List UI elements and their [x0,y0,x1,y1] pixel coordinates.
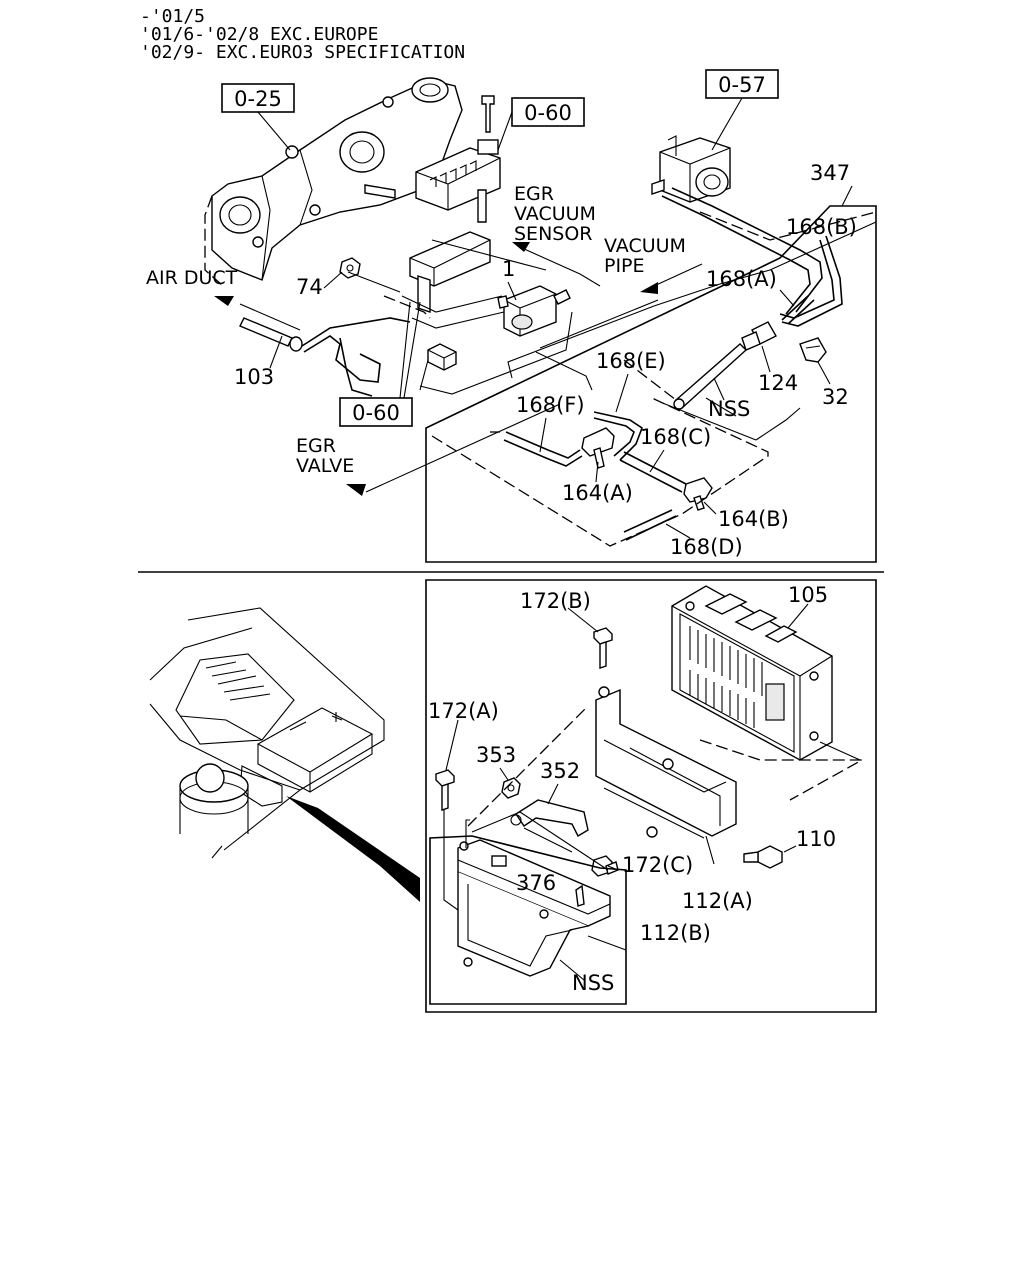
hose-168b [779,235,843,327]
clip-32 [799,337,827,363]
bracket-112b-illustration [457,839,611,977]
callout-112a: 112(A) [682,889,753,913]
callout-103: 103 [234,365,274,389]
arrow-egr-valve [346,403,561,496]
ref-label-0-25: 0-25 [234,87,282,111]
ref-box-0-60-bottom[interactable]: 0-60 [339,397,413,427]
callout-352: 352 [540,759,580,783]
bolt-110 [743,845,797,869]
callout-347: 347 [810,161,850,185]
hose-168c [619,451,687,493]
header-line-1: -'01/5 [140,6,205,27]
arrow-vacuum-pipe [640,263,703,294]
applicability-header: -'01/5 '01/6-'02/8 EXC.EUROPE '02/9- EXC… [140,6,465,63]
callout-164b: 164(B) [718,507,789,531]
callout-nss-bottom: NSS [572,971,614,995]
ref-box-0-25[interactable]: 0-25 [221,83,295,113]
arrow-egr-sensor [512,242,601,287]
pipe-kit-outline [425,205,877,563]
callout-172c: 172(C) [622,853,693,877]
callout-124: 124 [758,371,798,395]
bottom-leader-lines [443,705,865,981]
arrow-air-duct [214,296,301,331]
vacuum-switching-valve-illustration [651,97,743,203]
vacuum-pipe-label-2: PIPE [604,255,645,277]
vacuum-solenoid-1 [497,285,571,337]
callout-105: 105 [788,583,828,607]
callout-168c: 168(C) [640,425,711,449]
egr-vacuum-sensor-illustration [415,95,513,223]
header-line-3: '02/9- EXC.EURO3 SPECIFICATION [140,42,465,63]
bracket-112b-outline [429,835,627,1005]
engine-control-unit-illustration [671,585,833,761]
pipe-103 [239,317,411,397]
callout-1: 1 [502,257,515,281]
callout-172b: 172(B) [520,589,591,613]
ref-box-0-60-top[interactable]: 0-60 [511,97,585,127]
nut-172c [591,855,619,877]
callout-164a: 164(A) [562,481,633,505]
egr-valve-label-1: EGR [296,435,336,457]
sensor-bracket-illustration [409,231,491,313]
hose-168f [503,431,583,467]
egr-sensor-label-2: VACUUM [514,203,596,225]
callout-172a: 172(A) [428,699,499,723]
callout-110: 110 [796,827,836,851]
callout-353: 353 [476,743,516,767]
bolt-172a [435,719,459,811]
ref-box-0-57[interactable]: 0-57 [705,69,779,99]
callout-168f: 168(F) [516,393,585,417]
nss-pipe-top [673,343,748,410]
engine-bay-location-illustration [149,607,420,902]
tee-164a [581,427,615,469]
plate-352-illustration [510,783,589,837]
callout-376: 376 [516,871,556,895]
ecu-kit-outline [425,579,877,1013]
hose-168a [781,295,809,321]
hose-168e [593,411,643,461]
egr-sensor-label-3: SENSOR [514,223,593,245]
bolt-172b [567,607,613,669]
top-leader-lines [347,211,877,441]
connector-124 [741,321,777,351]
bracket-112a-illustration [595,686,737,839]
callout-168b: 168(B) [786,215,857,239]
callout-168e: 168(E) [596,349,666,373]
ref-label-0-60-top: 0-60 [524,101,572,125]
bolt-lower [427,343,457,371]
nut-353 [501,777,521,799]
callout-168d: 168(D) [670,535,743,559]
callout-168a: 168(A) [706,267,777,291]
callout-112b: 112(B) [640,921,711,945]
egr-valve-label-2: VALVE [296,455,354,477]
ref-label-0-60-bottom: 0-60 [352,401,400,425]
callout-nss-top: NSS [708,397,750,421]
callout-74: 74 [296,275,323,299]
header-line-2: '01/6-'02/8 EXC.EUROPE [140,24,378,45]
vacuum-pipe-label-1: VACUUM [604,235,686,257]
egr-sensor-label-1: EGR [514,183,554,205]
ref-label-0-57: 0-57 [718,73,766,97]
nut-74 [339,257,361,279]
intake-manifold-illustration [204,77,463,286]
air-duct-label: AIR DUCT [146,267,238,289]
callout-32: 32 [822,385,849,409]
